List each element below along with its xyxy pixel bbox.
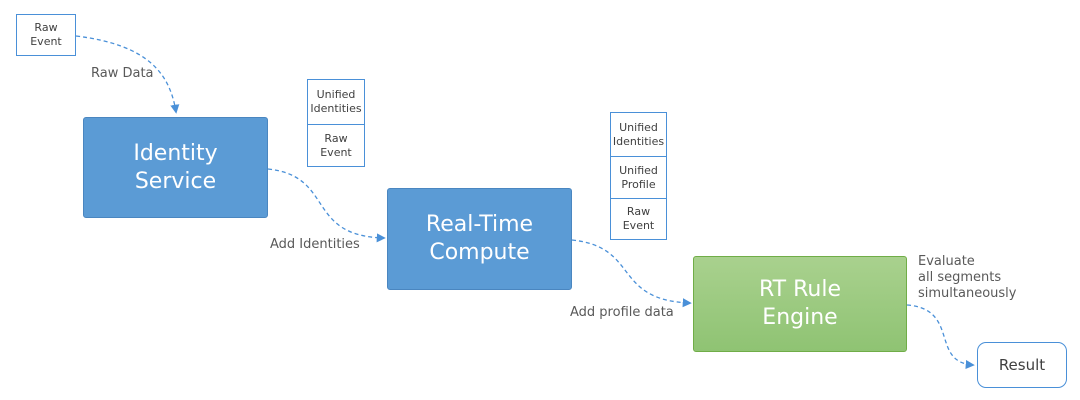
payload-2-raw-event: Raw Event [611, 198, 666, 239]
payload-1-item-2-line2: Event [320, 145, 352, 159]
add-profile-data-label: Add profile data [570, 305, 674, 320]
raw-event-line1: Raw [34, 21, 58, 34]
realtime-compute-node: Real-Time Compute [387, 188, 572, 290]
evaluate-line3: simultaneously [918, 286, 1017, 301]
payload-2-item-1-line2: Identities [612, 134, 665, 148]
rt-rule-engine-line2: Engine [762, 305, 838, 330]
identity-service-line2: Service [134, 168, 217, 194]
evaluate-line2: all segments [918, 270, 1002, 285]
payload-1-item-2-line1: Raw [324, 131, 348, 145]
payload-1-item-1-line2: Identities [310, 102, 362, 115]
rt-rule-engine-line1: RT Rule [758, 277, 841, 302]
edge-identity-to-compute [267, 168, 386, 243]
edge-compute-to-engine [571, 239, 692, 308]
edge-engine-to-result [906, 304, 975, 370]
payload-2-item-2-line2: Profile [621, 177, 656, 191]
identity-service-line1: Identity [133, 140, 218, 166]
payload-2-item-3-line1: Raw [626, 205, 651, 218]
evaluate-label: Evaluate all segments simultaneously [918, 254, 1016, 302]
payload-1-unified-identities: Unified Identities [308, 80, 364, 124]
realtime-compute-line2: Compute [429, 240, 530, 265]
add-identities-label: Add Identities [270, 237, 360, 252]
rt-rule-engine-node: RT Rule Engine [693, 256, 907, 352]
raw-event-line2: Event [30, 35, 62, 48]
payload-2-item-2-line1: Unified [619, 163, 658, 177]
payload-2-item-1-line1: Unified [619, 120, 658, 134]
payload-2-item-3-line2: Event [622, 219, 655, 232]
payload-2-unified-identities: Unified Identities [611, 113, 666, 156]
raw-data-label: Raw Data [91, 66, 154, 81]
payload-1-raw-event: Raw Event [308, 124, 364, 166]
evaluate-line1: Evaluate [918, 254, 975, 269]
payload-stack-2: Unified Identities Unified Profile Raw E… [610, 112, 667, 240]
raw-event-box: Raw Event [16, 14, 76, 56]
edge-raw-to-identity [75, 35, 180, 114]
identity-service-node: Identity Service [83, 117, 268, 218]
payload-stack-1: Unified Identities Raw Event [307, 79, 365, 167]
payload-1-item-1-line1: Unified [316, 88, 356, 101]
realtime-compute-line1: Real-Time [425, 212, 534, 237]
result-node: Result [977, 342, 1067, 388]
payload-2-unified-profile: Unified Profile [611, 156, 666, 198]
